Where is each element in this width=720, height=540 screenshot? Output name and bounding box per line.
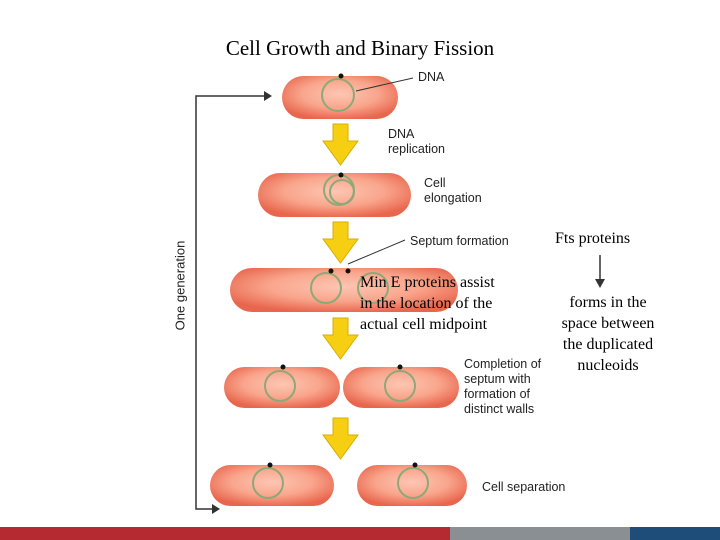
septum-leader-line (348, 240, 405, 264)
footer-bar-gray (450, 527, 630, 540)
step-arrow-2 (323, 222, 358, 263)
note-fts-proteins: Fts proteins (555, 228, 630, 249)
fts-arrow (595, 255, 605, 288)
label-completion-of-septum: Completion of septum with formation of d… (464, 357, 541, 417)
label-one-generation: One generation (173, 226, 188, 346)
footer-bar-blue (630, 527, 720, 540)
cells-septum-complete (224, 365, 459, 409)
cells-separated (210, 463, 467, 507)
label-dna-replication: DNA replication (388, 127, 445, 157)
label-septum-formation: Septum formation (410, 234, 509, 249)
footer-bar-red (0, 527, 450, 540)
label-cell-separation: Cell separation (482, 480, 565, 495)
cell-initial (282, 74, 398, 120)
step-arrow-1 (323, 124, 358, 165)
note-min-e: Min E proteins assist in the location of… (360, 272, 495, 335)
cell-replicated (258, 173, 411, 218)
label-cell-elongation: Cell elongation (424, 176, 482, 206)
label-dna: DNA (418, 70, 444, 85)
step-arrow-3 (323, 318, 358, 359)
note-fts-location: forms in the space between the duplicate… (548, 292, 668, 376)
step-arrow-4 (323, 418, 358, 459)
